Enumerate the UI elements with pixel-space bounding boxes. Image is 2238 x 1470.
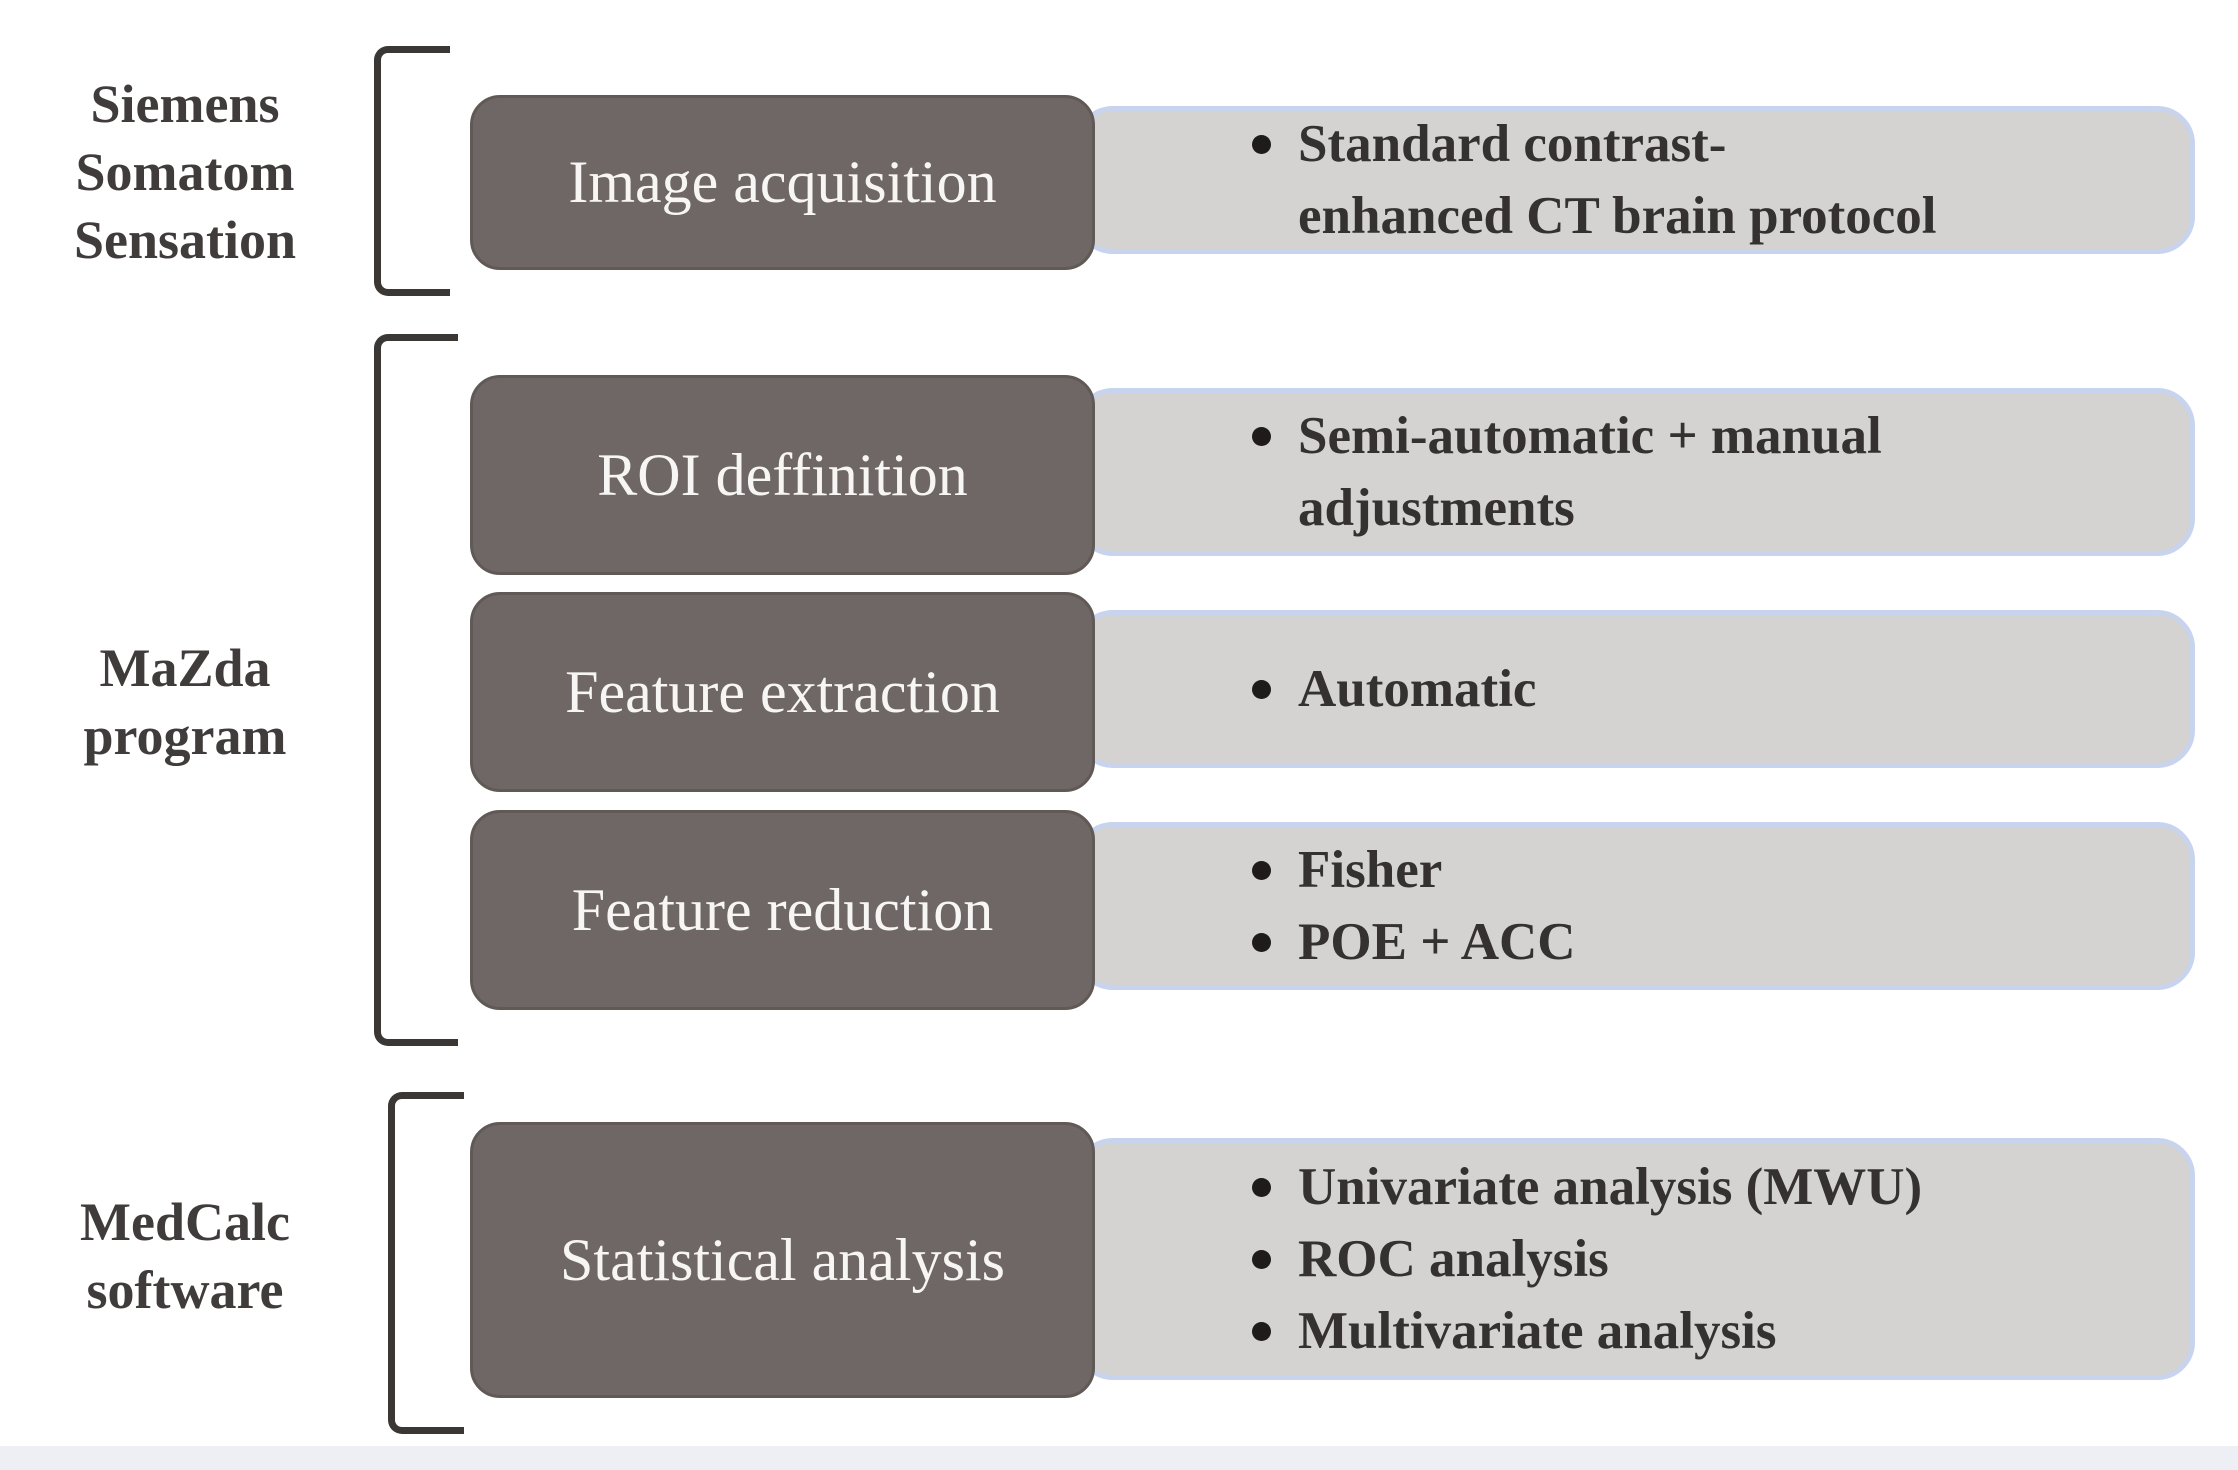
- bullet-dot-icon: [1252, 1295, 1298, 1367]
- bullet-dot-icon: [1252, 1223, 1298, 1295]
- bullet-item: Automatic: [1252, 653, 2190, 725]
- detail-box-image-acquisition: Standard contrast- enhanced CT brain pro…: [1075, 106, 2195, 254]
- group-label-medcalc-software: MedCalc software: [20, 1188, 350, 1324]
- bullet-line: Fisher: [1298, 841, 1443, 899]
- stage-title: Feature extraction: [565, 658, 1000, 725]
- bullet-line: ROC analysis: [1298, 1230, 1609, 1288]
- bullet-line: POE + ACC: [1298, 913, 1576, 971]
- bullet-item: ROC analysis: [1252, 1223, 2190, 1295]
- group-label-scanner: Siemens Somatom Sensation: [20, 70, 350, 274]
- stage-box-roi-definition: ROI deffinition: [470, 375, 1095, 575]
- detail-box-roi-definition: Semi-automatic + manual adjustments: [1075, 388, 2195, 556]
- bullet-text: Multivariate analysis: [1298, 1295, 1776, 1367]
- bullet-text: Fisher: [1298, 834, 1442, 906]
- bullet-text: ROC analysis: [1298, 1223, 1609, 1295]
- group-label-line: Somatom: [75, 142, 295, 202]
- bullet-dot-icon: [1252, 108, 1298, 180]
- bullet-line: Standard contrast-: [1298, 115, 1727, 173]
- bullet-item: Semi-automatic + manual adjustments: [1252, 400, 2190, 544]
- group-label-line: Sensation: [73, 210, 297, 270]
- stage-title: ROI deffinition: [597, 441, 968, 508]
- group-label-line: MaZda: [99, 638, 271, 698]
- detail-box-feature-reduction: Fisher POE + ACC: [1075, 822, 2195, 990]
- bracket-medcalc-software: [388, 1092, 464, 1434]
- bullet-dot-icon: [1252, 1151, 1298, 1223]
- stage-box-statistical-analysis: Statistical analysis: [470, 1122, 1095, 1398]
- bullet-item: Fisher: [1252, 834, 2190, 906]
- bracket-mazda-program: [374, 334, 458, 1046]
- group-label-line: software: [86, 1260, 284, 1320]
- stage-title: Statistical analysis: [560, 1226, 1005, 1293]
- bullet-line: Multivariate analysis: [1298, 1302, 1777, 1360]
- detail-box-feature-extraction: Automatic: [1075, 610, 2195, 768]
- bullet-item: Standard contrast- enhanced CT brain pro…: [1252, 108, 2190, 252]
- detail-box-statistical-analysis: Univariate analysis (MWU) ROC analysis M…: [1075, 1138, 2195, 1380]
- group-label-line: program: [83, 706, 287, 766]
- bracket-scanner: [374, 46, 450, 296]
- bullet-line: Univariate analysis (MWU): [1298, 1158, 1923, 1216]
- group-label-line: MedCalc: [80, 1192, 290, 1252]
- group-label-mazda-program: MaZda program: [20, 634, 350, 770]
- stage-box-feature-extraction: Feature extraction: [470, 592, 1095, 792]
- stage-box-feature-reduction: Feature reduction: [470, 810, 1095, 1010]
- bullet-text: Standard contrast- enhanced CT brain pro…: [1298, 108, 1937, 252]
- stage-box-image-acquisition: Image acquisition: [470, 95, 1095, 270]
- bullet-item: Multivariate analysis: [1252, 1295, 2190, 1367]
- bullet-item: POE + ACC: [1252, 906, 2190, 978]
- bullet-dot-icon: [1252, 653, 1298, 725]
- bottom-strip: [0, 1446, 2238, 1470]
- stage-title: Image acquisition: [568, 149, 997, 215]
- bullet-line: Semi-automatic + manual: [1298, 407, 1882, 465]
- bullet-line: enhanced CT brain protocol: [1298, 187, 1937, 245]
- bullet-line: Automatic: [1298, 660, 1537, 718]
- bullet-text: Semi-automatic + manual adjustments: [1298, 400, 1882, 544]
- bullet-line: adjustments: [1298, 479, 1575, 537]
- stage-title: Feature reduction: [571, 876, 994, 943]
- group-label-line: Siemens: [90, 74, 280, 134]
- bullet-dot-icon: [1252, 400, 1298, 472]
- bullet-dot-icon: [1252, 834, 1298, 906]
- bullet-text: Automatic: [1298, 653, 1536, 725]
- bullet-item: Univariate analysis (MWU): [1252, 1151, 2190, 1223]
- bullet-text: Univariate analysis (MWU): [1298, 1151, 1922, 1223]
- bullet-text: POE + ACC: [1298, 906, 1576, 978]
- bullet-dot-icon: [1252, 906, 1298, 978]
